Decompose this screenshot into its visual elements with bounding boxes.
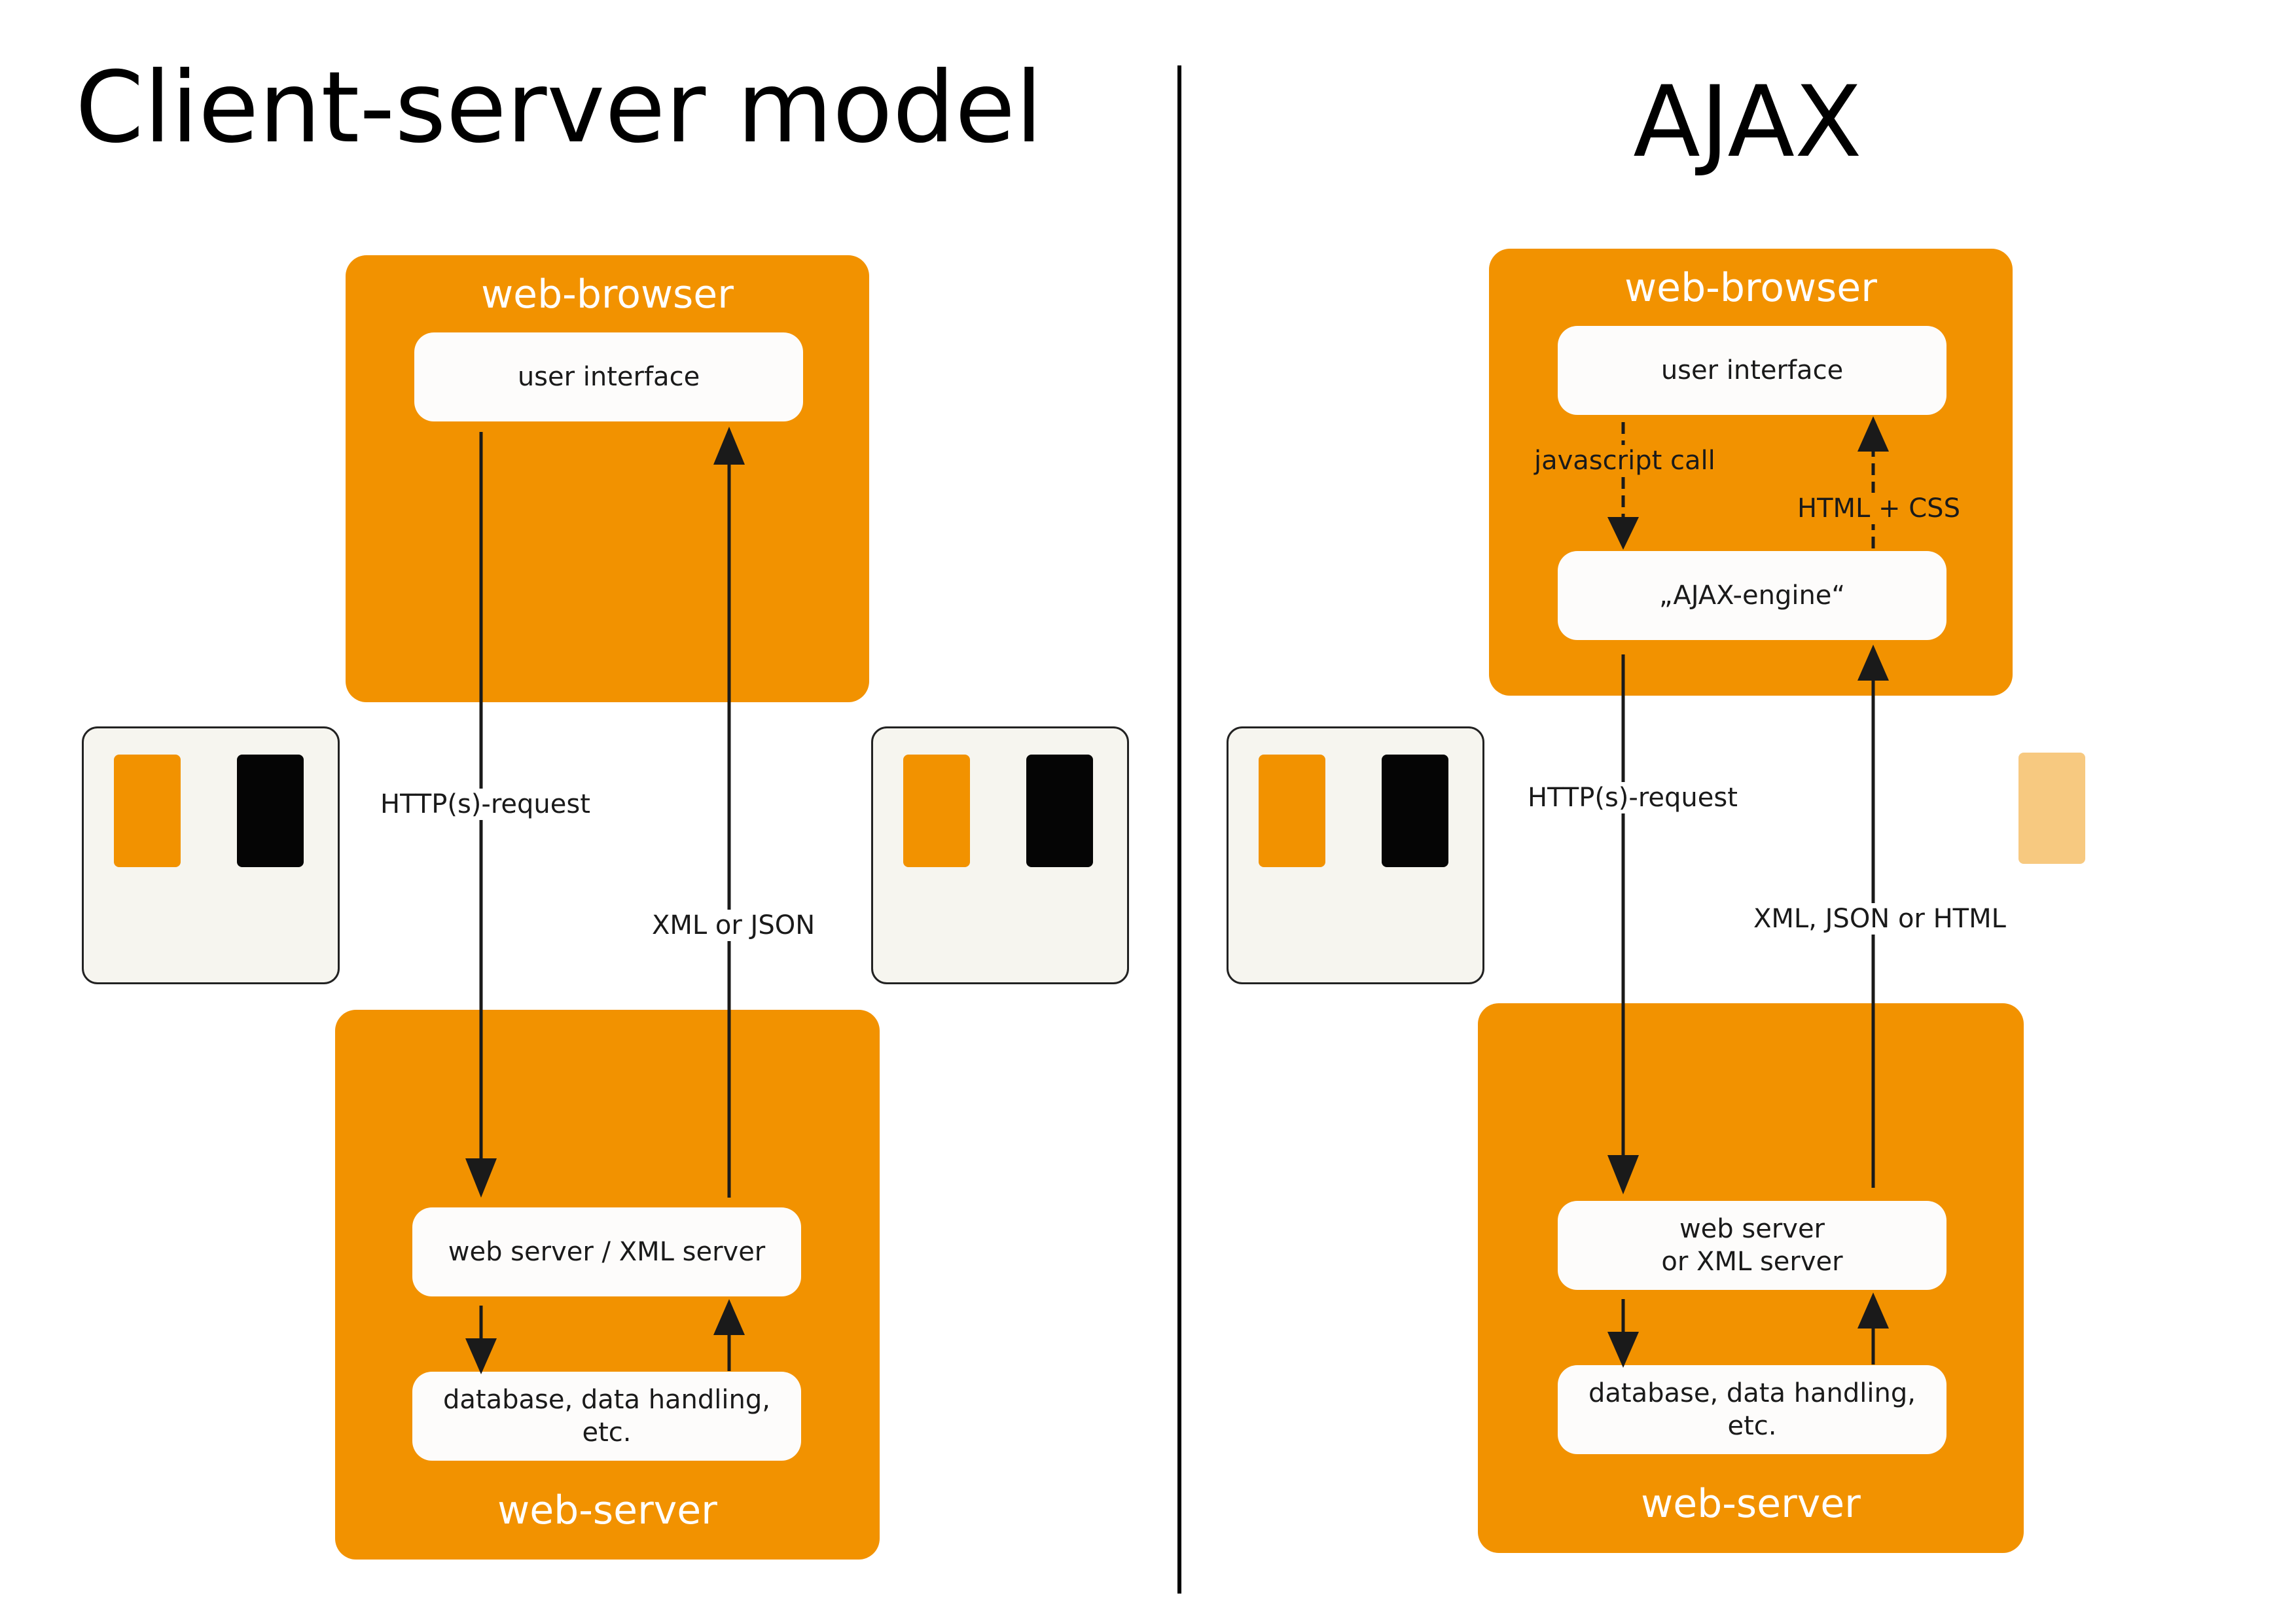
right-html-css-arrowhead	[1857, 416, 1889, 452]
title-client-server: Client-server model	[75, 51, 1043, 165]
left-request-label: HTTP(s)-request	[376, 789, 594, 820]
right-server-panel: web server or XML server database, data …	[1478, 1003, 2024, 1553]
title-ajax: AJAX	[1633, 65, 1862, 179]
left-browser-title: web-browser	[481, 272, 734, 317]
right-database-node: database, data handling, etc.	[1558, 1365, 1946, 1454]
left-response-label: XML or JSON	[648, 910, 819, 941]
right-server-up-arrowhead	[1857, 1293, 1889, 1329]
right-server-down-arrowhead	[1607, 1332, 1639, 1368]
right-app-server-node: web server or XML server	[1558, 1201, 1946, 1290]
orange-swatch	[114, 755, 181, 867]
left-app-server-node: web server / XML server	[412, 1207, 801, 1296]
left-browser-panel: web-browser user interface	[346, 255, 869, 702]
right-server-title: web-server	[1641, 1481, 1861, 1527]
right-request-label: HTTP(s)-request	[1524, 782, 1742, 813]
right-legend-card	[1227, 726, 1484, 984]
right-response-label: XML, JSON or HTML	[1749, 903, 2010, 935]
right-browser-panel: web-browser user interface „AJAX-engine“	[1489, 249, 2013, 696]
left-server-title: web-server	[497, 1488, 717, 1533]
left-server-panel: web server / XML server database, data h…	[335, 1010, 880, 1560]
left-database-node: database, data handling, etc.	[412, 1372, 801, 1461]
left-server-down-arrowhead	[465, 1338, 497, 1374]
left-server-up-arrowhead	[713, 1299, 745, 1335]
black-swatch	[237, 755, 304, 867]
black-swatch	[1382, 755, 1448, 867]
right-js-call-arrowhead	[1607, 517, 1639, 550]
light-orange-swatch	[2018, 753, 2085, 864]
right-js-call-label: javascript call	[1530, 445, 1719, 476]
orange-swatch	[903, 755, 970, 867]
right-browser-title: web-browser	[1624, 265, 1877, 311]
right-request-arrowhead	[1607, 1155, 1639, 1194]
left-request-arrowhead	[465, 1158, 497, 1198]
left-user-interface-node: user interface	[414, 332, 803, 421]
orange-swatch	[1259, 755, 1325, 867]
right-html-css-label: HTML + CSS	[1793, 493, 1964, 524]
right-ajax-engine-node: „AJAX-engine“	[1558, 551, 1946, 640]
right-response-arrowhead	[1857, 645, 1889, 681]
black-swatch	[1026, 755, 1093, 867]
divider	[1177, 65, 1181, 1594]
right-user-interface-node: user interface	[1558, 326, 1946, 415]
left-legend-card-2	[871, 726, 1129, 984]
left-response-arrowhead	[713, 427, 745, 465]
left-legend-card-1	[82, 726, 340, 984]
